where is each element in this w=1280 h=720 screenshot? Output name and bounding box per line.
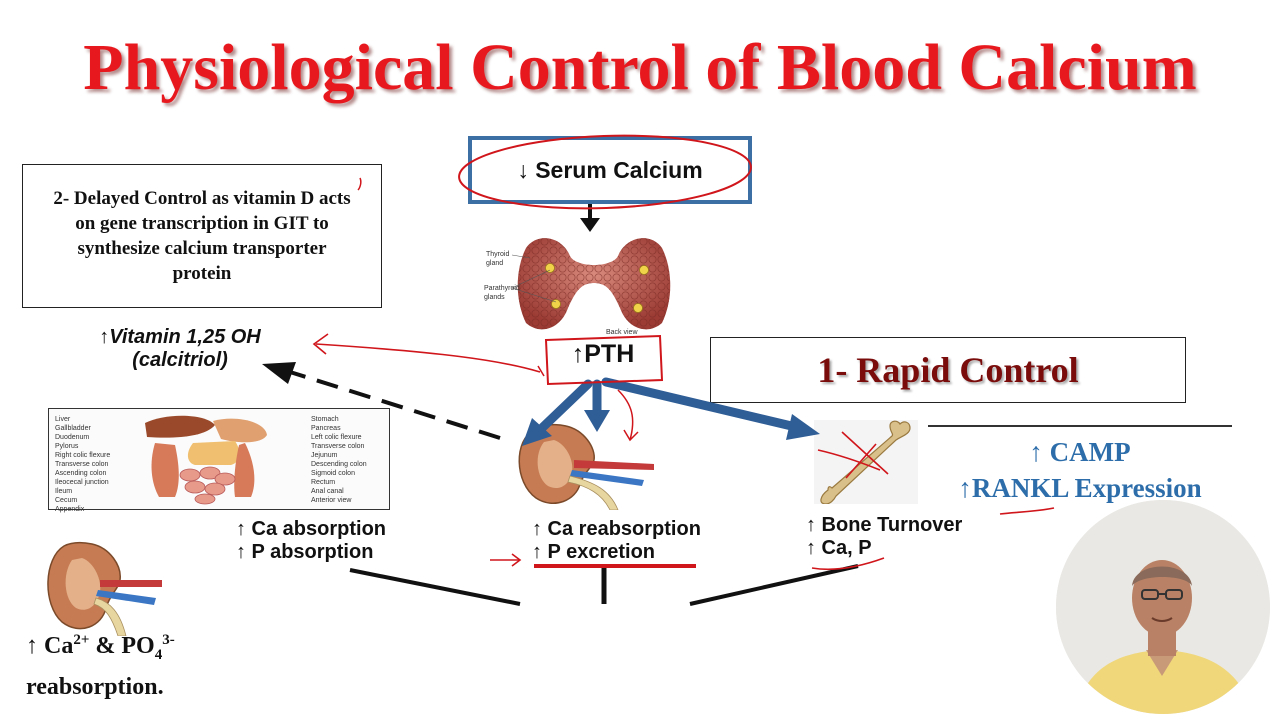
bone-effects: ↑ Bone Turnover ↑ Ca, P [806,514,962,560]
webcam-person [1056,500,1270,714]
kidney-effects: ↑ Ca reabsorption ↑ P excretion [532,518,701,564]
camp-rankl-text: ↑ CAMP ↑RANKL Expression [930,434,1230,506]
thyroid-gland-icon [511,238,671,330]
ca-p-release: ↑ Ca, P [806,537,872,559]
kidney-small-icon [47,541,162,636]
vitamin-d-line1: ↑Vitamin 1,25 OH [99,326,261,348]
ca-absorption: ↑ Ca absorption [236,518,387,540]
gut-effects: ↑ Ca absorption ↑ P absorption [236,518,386,564]
ca-reabsorption: ↑ Ca reabsorption [532,518,701,540]
kidney-icon [518,423,654,510]
thyroid-label: Thyroid gland [486,251,510,267]
digestive-system-icon [145,415,267,505]
bone-icon [820,420,911,505]
rankl-line: ↑RANKL Expression [958,473,1202,503]
delayed-control-box: 2- Delayed Control as vitamin D acts on … [22,164,382,308]
ion-line2: reabsorption. [26,673,164,700]
back-view-label: Back view [606,329,638,336]
gut-labels-right: Stomach Pancreas Left colic flexure Tran… [311,416,367,504]
divider-line [928,425,1232,427]
delayed-control-text: 2- Delayed Control as vitamin D acts on … [53,188,351,284]
bone-turnover: ↑ Bone Turnover [806,514,963,536]
bone-panel [814,420,918,505]
p-excretion: ↑ P excretion [532,541,656,563]
webcam-overlay [1056,500,1270,714]
slide-title: Physiological Control of Blood Calcium [83,31,1197,104]
serum-calcium-box: ↓ Serum Calcium [468,136,752,204]
rapid-control-box: 1- Rapid Control [710,337,1186,403]
ion-reabsorption-text: ↑ Ca2+ & PO43- reabsorption. [26,624,175,703]
gut-labels-left: Liver Gallbladder Duodenum Pylorus Right… [55,416,111,513]
pth-label: ↑PTH [571,340,635,368]
vitamin-d-line2: (calcitriol) [132,349,228,371]
vitamin-d-label: ↑Vitamin 1,25 OH (calcitriol) [60,326,300,372]
camp-line: ↑ CAMP [1029,437,1131,467]
p-absorption: ↑ P absorption [236,541,374,563]
parathyroid-label: Parathyroid glands [484,285,520,301]
ion-line1: ↑ Ca2+ & PO43- [26,632,175,663]
digestive-system-panel: Liver Gallbladder Duodenum Pylorus Right… [48,408,390,513]
